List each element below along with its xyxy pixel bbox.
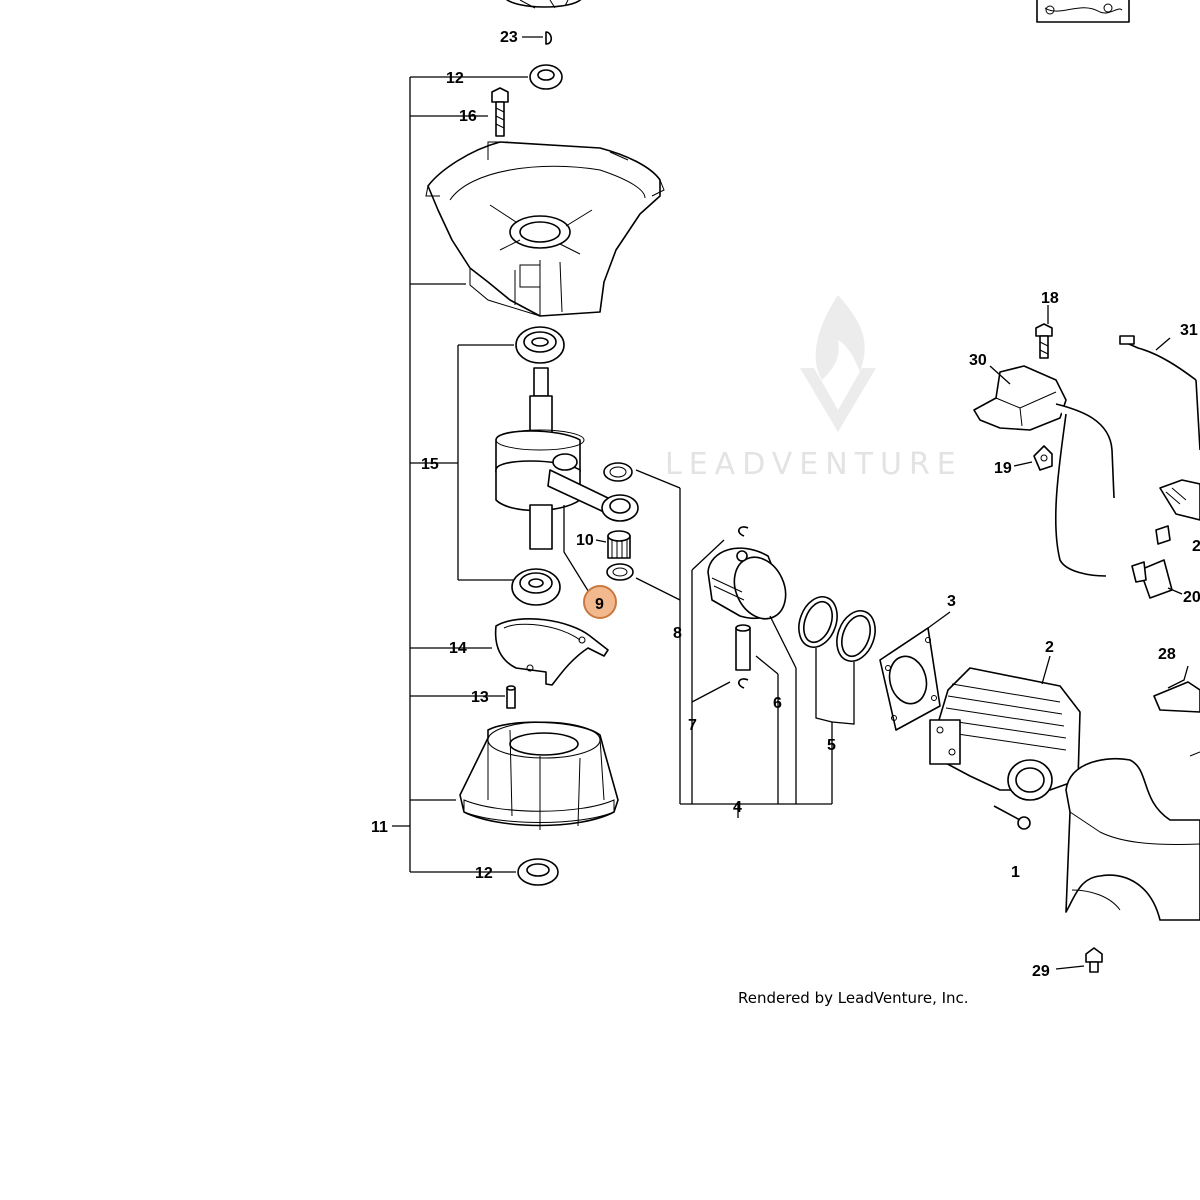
circlip-bottom <box>737 678 749 689</box>
callout-31[interactable]: 31 <box>1180 322 1198 339</box>
callout-23[interactable]: 23 <box>500 29 518 46</box>
bracket-15 <box>410 344 514 581</box>
bearing-top <box>515 326 565 364</box>
callout-1[interactable]: 1 <box>1011 864 1020 881</box>
shroud-28 <box>1153 665 1200 713</box>
callout-21[interactable]: 2 <box>1192 538 1200 555</box>
watermark-text: LEADVENTURE <box>665 447 963 482</box>
callout-11[interactable]: 11 <box>371 819 388 836</box>
callout-19[interactable]: 19 <box>994 460 1012 477</box>
callout-2[interactable]: 2 <box>1045 639 1054 656</box>
watermark-v-icon <box>800 368 876 432</box>
bolt-16 <box>491 87 509 137</box>
plug-cap-20 <box>1131 559 1183 599</box>
oil-seal-bottom <box>517 858 559 886</box>
piston-ring-a <box>798 596 838 648</box>
ignition-coil <box>973 365 1115 577</box>
woodruff-key <box>522 31 553 45</box>
leadventure-watermark: LEADVENTURE <box>665 295 963 482</box>
wire-31 <box>1119 335 1200 451</box>
gasket-14 <box>494 617 609 686</box>
callout-8[interactable]: 8 <box>673 625 682 642</box>
cylinder <box>929 655 1081 801</box>
callout-9-highlight[interactable]: 9 <box>583 585 617 619</box>
bolt-29 <box>1055 947 1103 973</box>
callout-4[interactable]: 4 <box>733 799 742 816</box>
oil-seal-top <box>529 64 563 90</box>
callout-28[interactable]: 28 <box>1158 646 1176 663</box>
callout-7[interactable]: 7 <box>688 717 697 734</box>
small-end-bearing <box>601 494 639 522</box>
crankcase-upper <box>425 141 665 317</box>
dowel-pin-13 <box>506 685 516 709</box>
callout-5[interactable]: 5 <box>827 737 836 754</box>
footer-credit: Rendered by LeadVenture, Inc. <box>738 989 969 1007</box>
crankcase-lower <box>459 721 619 830</box>
callout-3[interactable]: 3 <box>947 593 956 610</box>
watermark-flame-icon <box>815 295 865 380</box>
circlip-top <box>737 526 749 537</box>
cylinder-gasket <box>879 611 951 731</box>
spacer-19 <box>1013 445 1053 471</box>
bracket-4 <box>679 488 833 818</box>
needle-bearing-10 <box>607 530 631 559</box>
callout-18[interactable]: 18 <box>1041 290 1059 307</box>
callout-15[interactable]: 15 <box>421 456 439 473</box>
inset-box <box>1036 0 1130 23</box>
bolt-18 <box>1035 305 1053 359</box>
washer-top <box>603 462 633 482</box>
callout-30[interactable]: 30 <box>969 352 987 369</box>
bracket-11 <box>392 76 528 873</box>
highlight-circle <box>583 585 617 619</box>
callout-16[interactable]: 16 <box>459 108 477 125</box>
fan-housing-partial <box>1065 751 1200 921</box>
callout-12-top[interactable]: 12 <box>446 70 464 87</box>
callout-29[interactable]: 29 <box>1032 963 1050 980</box>
bolt-1 <box>993 805 1031 830</box>
callout-9[interactable]: 9 <box>595 596 604 613</box>
spark-plug-partial <box>1155 479 1200 545</box>
callout-12-bottom[interactable]: 12 <box>475 865 493 882</box>
callout-20[interactable]: 20 <box>1183 589 1200 606</box>
callout-13[interactable]: 13 <box>471 689 489 706</box>
bearing-bottom <box>511 568 561 606</box>
callout-6[interactable]: 6 <box>773 695 782 712</box>
piston <box>707 547 787 620</box>
piston-ring-b <box>836 610 876 662</box>
callout-10[interactable]: 10 <box>576 532 594 549</box>
washer-bottom <box>606 563 634 581</box>
crankshaft <box>495 367 609 550</box>
flywheel-partial <box>506 0 581 9</box>
piston-pin <box>735 624 751 671</box>
callout-14[interactable]: 14 <box>449 640 467 657</box>
